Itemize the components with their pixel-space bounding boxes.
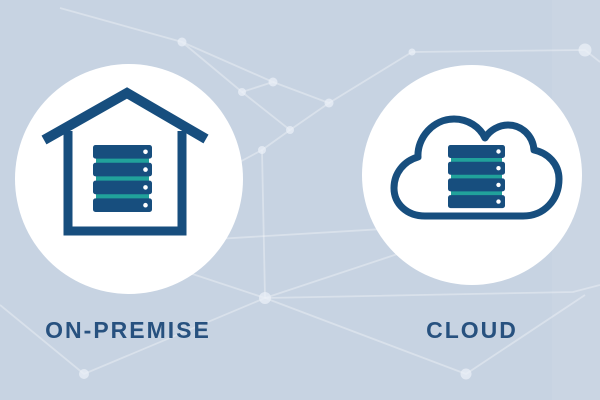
server-slat [93,145,152,159]
server-leds [496,149,501,204]
server-slat [93,162,152,177]
server-slat [448,178,505,192]
server-slat [448,145,505,158]
server-leds [143,149,148,208]
server-slat [448,161,505,175]
house-roof [41,87,209,145]
server-slat [93,180,152,195]
server-icon [93,145,152,212]
server-slat [448,195,505,209]
server-slat [93,198,152,212]
server-icon [448,145,505,209]
cloud-label: CLOUD [426,317,518,343]
on-premise-label: ON-PREMISE [45,317,211,343]
house-walls [63,131,187,236]
cloud-icon [390,115,563,220]
house-icon [41,87,209,236]
network-nodes [79,37,592,380]
